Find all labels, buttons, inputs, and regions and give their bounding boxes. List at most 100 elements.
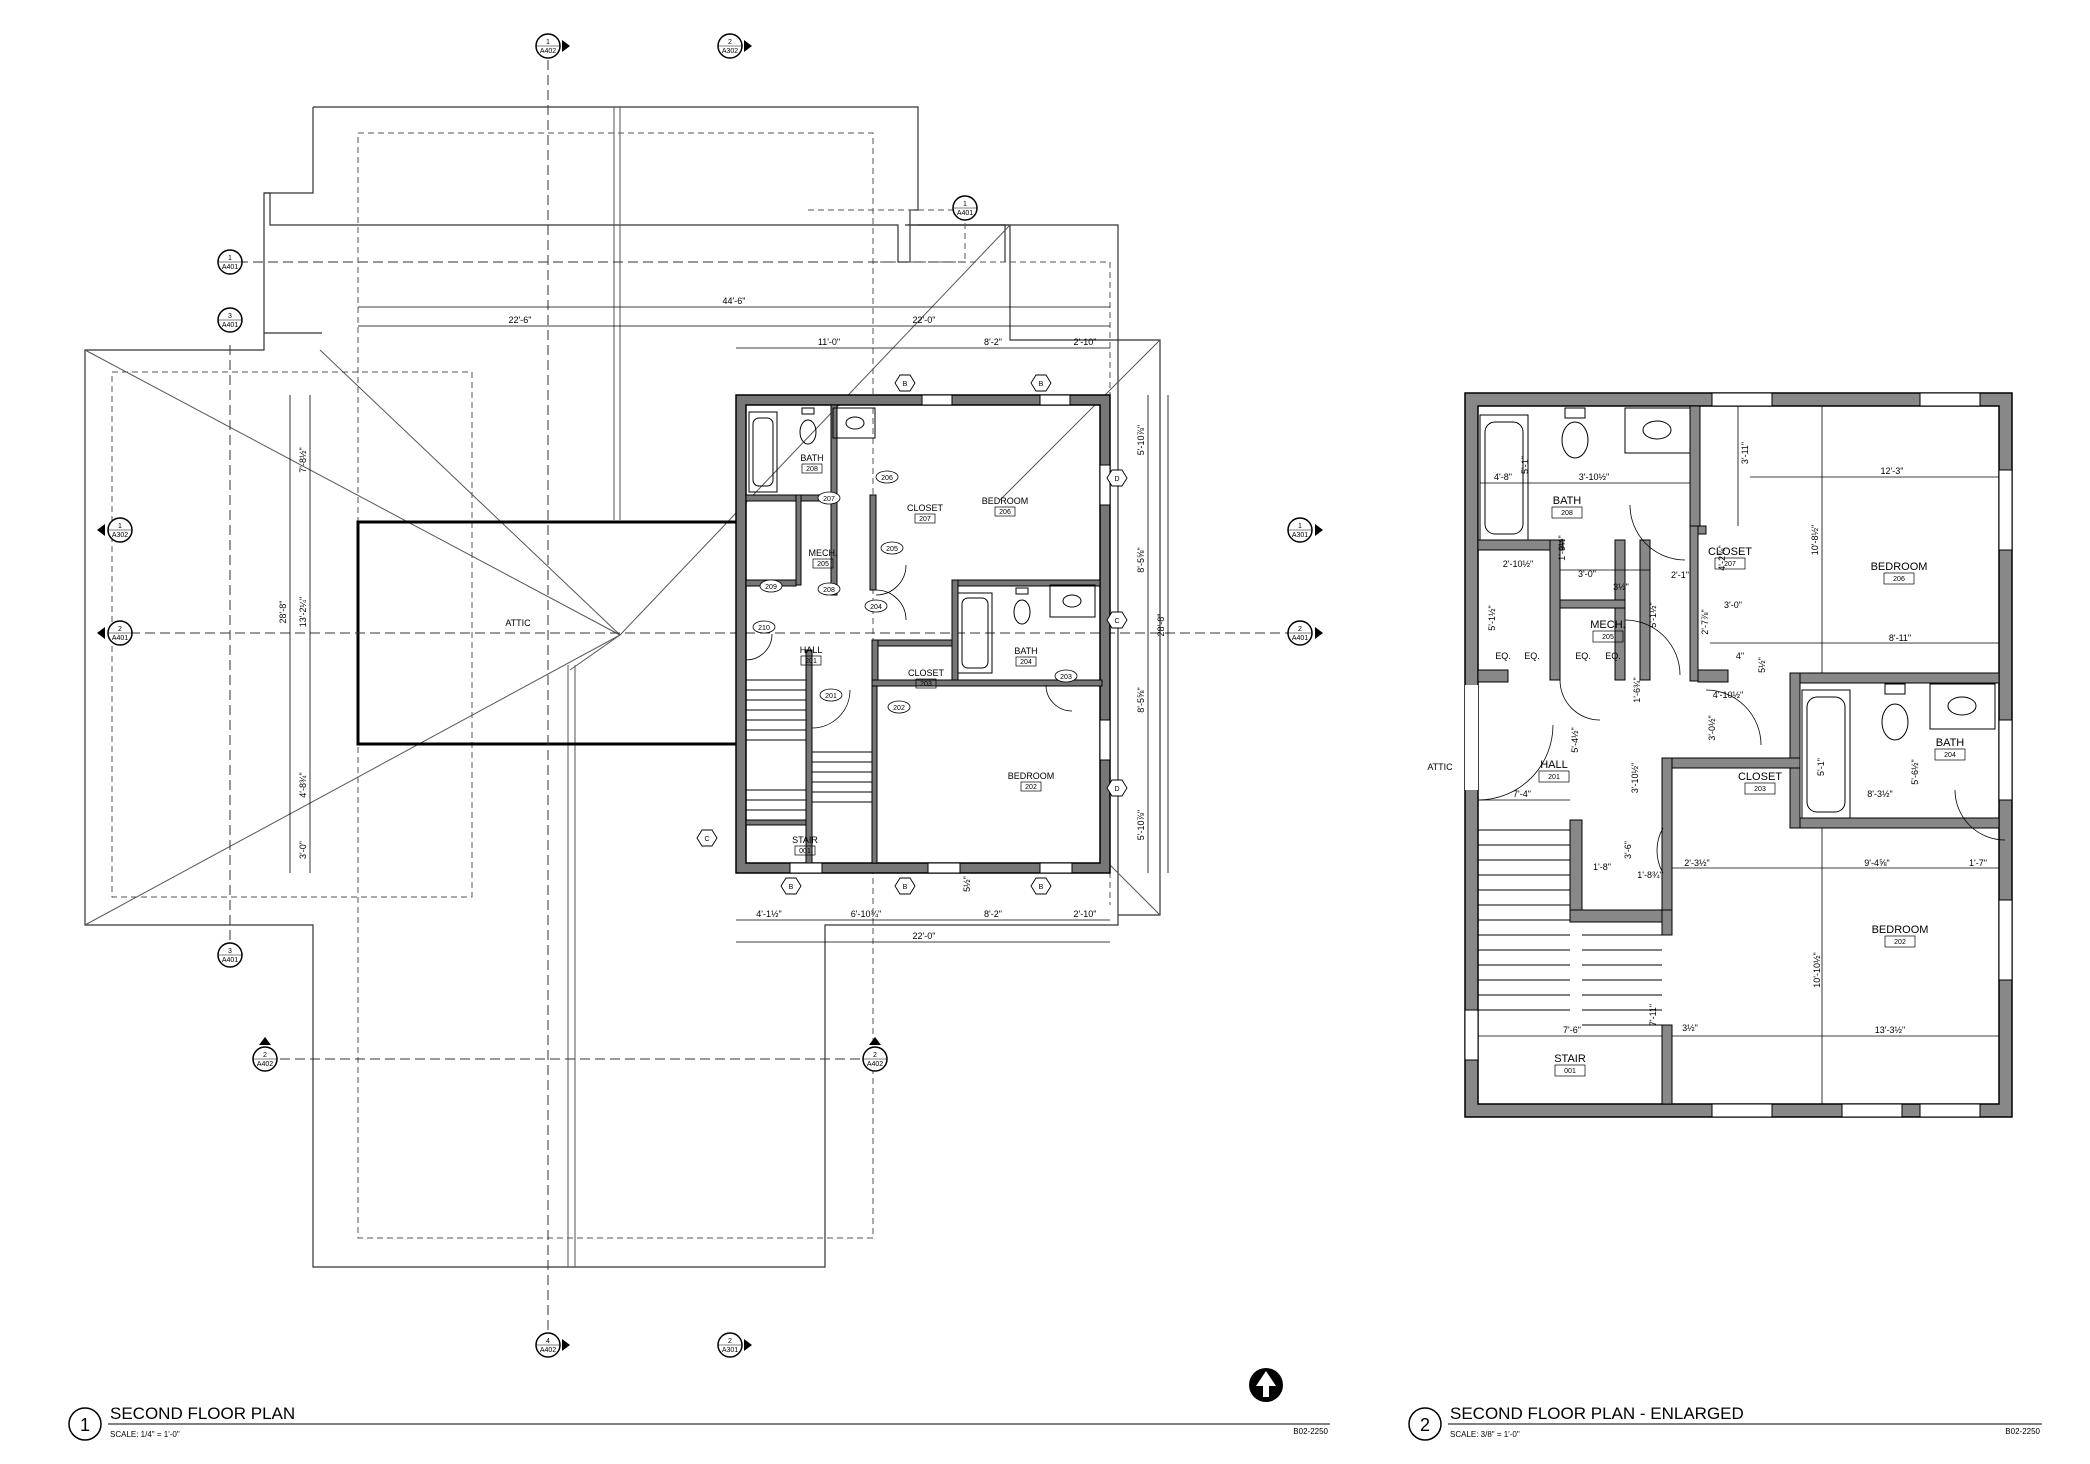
label-text: 203	[1060, 674, 1072, 681]
label-text: 5½"	[962, 876, 972, 892]
label-text: 4'-8¾"	[298, 772, 308, 797]
label-text: 210	[758, 625, 770, 632]
label-text: CLOSET	[1738, 771, 1782, 783]
label-text: 2	[1298, 626, 1302, 633]
plan1-title-block: 1 SECOND FLOOR PLAN SCALE: 1/4" = 1'-0" …	[68, 1404, 1330, 1441]
door-tag-208: 208	[817, 582, 841, 596]
section-marker-lower-left: 3 A401	[217, 942, 243, 968]
label-text: B	[789, 884, 794, 891]
label-text: CLOSET	[908, 668, 945, 678]
label-text: EQ.	[1524, 651, 1540, 661]
label-text: 13'-3½"	[1875, 1025, 1905, 1035]
elevation-marker-left: 1 A302	[97, 517, 133, 543]
label-text: A401	[112, 635, 128, 642]
label-text: 13'-2¼"	[298, 597, 308, 627]
label-text: 202	[1894, 939, 1906, 946]
plan2-door-swings	[1477, 504, 2006, 874]
door-tag-203: 203	[1054, 669, 1078, 683]
label-text: B	[903, 381, 908, 388]
label-text: 1'-7"	[1969, 858, 1987, 868]
door-tag-207: 207	[817, 491, 841, 505]
label-text: 2	[728, 1338, 732, 1345]
label-text: A301	[1292, 532, 1308, 539]
dimension-lines	[289, 306, 1169, 943]
hex-tag-d: D	[1106, 779, 1128, 797]
room-stair-001: STAIR 001	[792, 835, 818, 856]
label-text: BEDROOM	[1871, 561, 1928, 573]
section-marker-bottom-4: 4 A402	[535, 1332, 570, 1358]
plan2-number: 2	[1420, 1415, 1430, 1435]
label-text: 209	[765, 584, 777, 591]
label-text: 203	[920, 681, 932, 688]
label-text: A401	[957, 210, 973, 217]
label-text: A401	[222, 322, 238, 329]
door-tag-209: 209	[759, 579, 783, 593]
label-text: 6'-10¾"	[851, 909, 881, 919]
label-text: 5½"	[1757, 657, 1767, 673]
room-labels: BATH 208 BEDROOM 206 CLOSET 207 MECH. 20…	[792, 453, 1054, 856]
hex-tag-b: B	[894, 374, 916, 392]
label-text: 208	[1561, 510, 1573, 517]
dimension-texts: 44'-6" 22'-6" 22'-0" 11'-0" 8'-2" 2'-10"…	[278, 296, 1166, 941]
label-text: 4'-2⅞"	[1717, 545, 1727, 570]
label-text: 201	[805, 658, 817, 665]
label-text: 5'-1"	[1816, 758, 1826, 776]
label-text: A302	[112, 532, 128, 539]
plan2-room-closet-203: CLOSET 203	[1738, 771, 1782, 795]
label-text: CLOSET	[1708, 546, 1752, 558]
label-text: 2'-7⅞"	[1700, 609, 1710, 634]
room-closet-207: CLOSET 207	[907, 503, 944, 524]
label-text: BATH	[800, 453, 823, 463]
label-text: 2	[118, 626, 122, 633]
label-text: 4'-8"	[1494, 472, 1512, 482]
label-text: HALL	[1540, 759, 1568, 771]
label-text: BEDROOM	[982, 496, 1029, 506]
door-tag-202: 202	[887, 700, 911, 714]
label-text: 3'-10½"	[1630, 763, 1640, 793]
label-text: 28'-8"	[1156, 614, 1166, 637]
building-walls	[735, 394, 1111, 874]
label-text: EQ.	[1495, 651, 1511, 661]
label-text: B	[1039, 381, 1044, 388]
door-tag-205: 205	[880, 541, 904, 555]
label-text: 3'-0"	[298, 841, 308, 859]
room-mech-205: MECH. 205	[809, 548, 838, 569]
label-text: 205	[817, 561, 829, 568]
label-text: 7'-11"	[1648, 1004, 1658, 1026]
label-text: 7'-8½"	[298, 447, 308, 472]
label-text: 203	[1754, 786, 1766, 793]
label-text: 4'-1½"	[756, 909, 781, 919]
label-text: 1	[228, 255, 232, 262]
room-bath-208: BATH 208	[800, 453, 824, 474]
elevation-marker-right: 1 A301	[1287, 517, 1323, 543]
elevation-marker-left-2: 2 A401	[97, 620, 133, 646]
section-markers: 1 A402 2 A302 1 A401 3 A401	[97, 33, 1323, 1358]
label-text: 5'-1½"	[1648, 602, 1658, 627]
hex-tag-c: C	[1106, 611, 1128, 629]
label-text: 3	[228, 948, 232, 955]
label-text: EQ.	[1575, 651, 1591, 661]
label-text: 1	[1298, 523, 1302, 530]
label-text: 11'-0"	[818, 337, 840, 347]
section-marker-top-right: 1 A401	[952, 195, 978, 221]
label-text: 10'-10½"	[1812, 952, 1822, 987]
label-text: A402	[540, 48, 556, 55]
label-text: 204	[1944, 752, 1956, 759]
label-text: 202	[893, 705, 905, 712]
label-text: 8'-3½"	[1867, 789, 1892, 799]
label-text: D	[1114, 786, 1119, 793]
plan2-eq-labels: EQ. EQ. EQ. EQ.	[1495, 651, 1621, 661]
label-text: 2'-10"	[1074, 337, 1097, 347]
north-arrow-icon	[1249, 1368, 1283, 1402]
label-text: 2	[873, 1052, 877, 1059]
section-marker-bottom-2: 2 A301	[717, 1332, 752, 1358]
room-bedroom-202: BEDROOM 202	[1008, 771, 1054, 792]
label-text: 2	[728, 39, 732, 46]
label-text: 10'-8½"	[1810, 525, 1820, 555]
label-text: 202	[1025, 784, 1037, 791]
label-text: 208	[806, 466, 818, 473]
hex-tag-d: D	[1106, 469, 1128, 487]
